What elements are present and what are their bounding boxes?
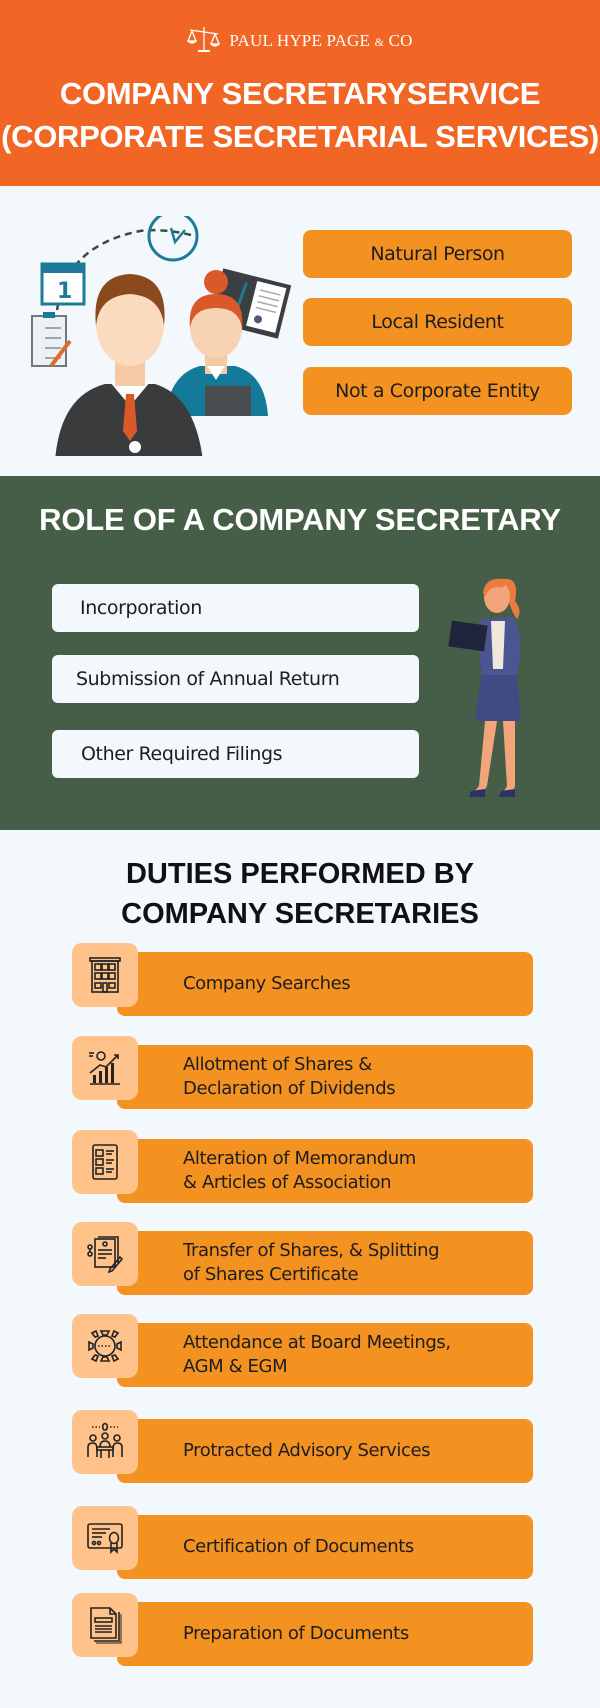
requirement-local-resident: Local Resident <box>303 298 572 346</box>
duty-preparation-of-documents: Preparation of Documents <box>72 1593 533 1668</box>
duty-alteration-of-memorandum: Alteration of Memorandum& Articles of As… <box>72 1130 533 1205</box>
role-title: ROLE OF A COMPANY SECRETARY <box>39 502 561 537</box>
requirement-natural-person: Natural Person <box>303 230 572 278</box>
role-item-annual-return: Submission of Annual Return <box>52 655 419 703</box>
role-section: ROLE OF A COMPANY SECRETARY Incorporatio… <box>0 476 600 830</box>
svg-text:1: 1 <box>57 279 72 304</box>
contract-signing-icon <box>72 1222 138 1286</box>
growth-chart-icon <box>72 1036 138 1100</box>
certificate-icon <box>72 1506 138 1570</box>
duties-section: DUTIES PERFORMED BY COMPANY SECRETARIES … <box>0 830 600 1708</box>
page-title: COMPANY SECRETARYSERVICE (CORPORATE SECR… <box>1 76 599 154</box>
duty-company-searches: Company Searches <box>72 943 533 1018</box>
woman-with-laptop-illustration <box>448 578 521 797</box>
checklist-clipboard-icon <box>72 1130 138 1194</box>
role-item-other-filings: Other Required Filings <box>52 730 419 778</box>
requirements-section: 1 Natural Person Local Resident Not <box>0 186 600 476</box>
duty-certification-of-documents: Certification of Documents <box>72 1506 533 1581</box>
scales-of-justice-icon <box>186 24 221 58</box>
duties-title: DUTIES PERFORMED BY COMPANY SECRETARIES <box>121 858 479 930</box>
brand-name: PAUL HYPE PAGE & CO <box>229 31 413 50</box>
meeting-table-icon <box>72 1314 138 1378</box>
building-icon <box>72 943 138 1007</box>
role-item-incorporation: Incorporation <box>52 584 419 632</box>
business-people-illustration: 1 <box>31 216 292 456</box>
duty-attendance-board-meetings: Attendance at Board Meetings,AGM & EGM <box>72 1314 533 1389</box>
duty-protracted-advisory: Protracted Advisory Services <box>72 1410 533 1485</box>
documents-icon <box>72 1593 138 1657</box>
duty-allotment-of-shares: Allotment of Shares &Declaration of Divi… <box>72 1036 533 1111</box>
brand-logo: PAUL HYPE PAGE & CO <box>0 24 600 58</box>
requirement-not-corporate-entity: Not a Corporate Entity <box>303 367 572 415</box>
advisory-team-icon <box>72 1410 138 1474</box>
header-banner: PAUL HYPE PAGE & CO COMPANY SECRETARYSER… <box>0 0 600 186</box>
